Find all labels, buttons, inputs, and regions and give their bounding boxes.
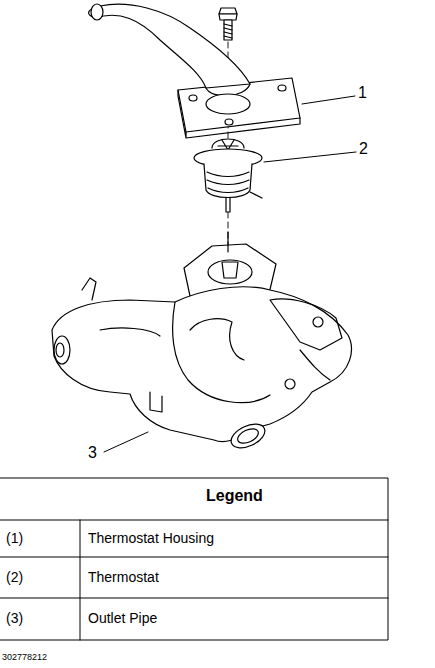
table-cell: (2) <box>6 569 23 585</box>
thermostat-housing <box>89 4 300 138</box>
leader-line <box>104 432 148 452</box>
legend-heading: Legend <box>206 487 263 505</box>
table-cell: Thermostat Housing <box>88 530 214 546</box>
legend-table <box>0 478 388 640</box>
leader-line <box>302 96 355 104</box>
bolt <box>219 8 237 40</box>
callout-number: 3 <box>88 444 97 462</box>
table-cell: Outlet Pipe <box>88 610 157 626</box>
table-cell: Thermostat <box>88 569 159 585</box>
figure-id: 302778212 <box>2 652 47 662</box>
thermostat <box>194 139 262 212</box>
outlet-pipe <box>52 278 351 453</box>
leader-line <box>264 152 356 162</box>
callout-number: 2 <box>359 140 368 158</box>
table-cell: (1) <box>6 530 23 546</box>
callout-number: 1 <box>358 84 367 102</box>
table-cell: (3) <box>6 610 23 626</box>
